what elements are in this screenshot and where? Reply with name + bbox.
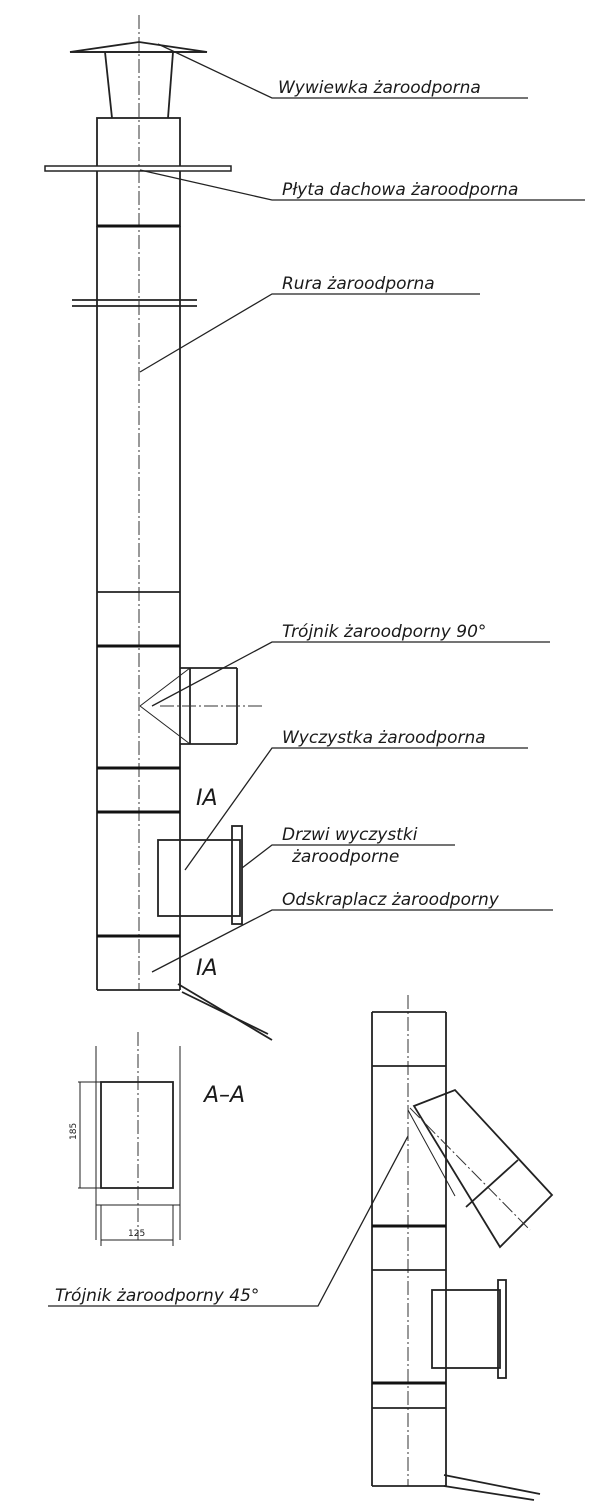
label-drzwi-line2: żaroodporne (291, 847, 399, 867)
dim-height: 185 (69, 1123, 79, 1140)
tee-45-assembly (371, 995, 554, 1501)
cleanout-box (157, 825, 243, 925)
dim-width: 125 (128, 1229, 145, 1239)
label-wyczystka: Wyczystka żaroodporna (282, 728, 486, 748)
label-trojnik-45: Trójnik żaroodporny 45° (55, 1286, 259, 1306)
cowl (69, 41, 208, 119)
tee-90-branch (139, 667, 262, 745)
section-marker-bottom: IA (196, 956, 218, 981)
callouts: Wywiewka żaroodporna Płyta dachowa żaroo… (48, 43, 585, 1307)
branch-45 (407, 1088, 554, 1249)
label-rura: Rura żaroodporna (282, 274, 435, 294)
section-title: A–A (202, 1083, 245, 1108)
label-drzwi-line1: Drzwi wyczystki (282, 825, 418, 845)
drain-pipe (177, 983, 273, 1041)
main-chimney: IA IA (44, 15, 273, 1041)
roof-plate (44, 165, 232, 172)
section-a-a: 185 125 A–A (69, 1032, 245, 1246)
label-trojnik-90: Trójnik żaroodporny 90° (282, 622, 486, 642)
label-wywiewka: Wywiewka żaroodporna (278, 78, 481, 98)
section-marker-top: IA (196, 786, 218, 811)
label-plyta: Płyta dachowa żaroodporna (282, 180, 518, 200)
label-odskraplacz: Odskraplacz żaroodporny (282, 890, 500, 910)
